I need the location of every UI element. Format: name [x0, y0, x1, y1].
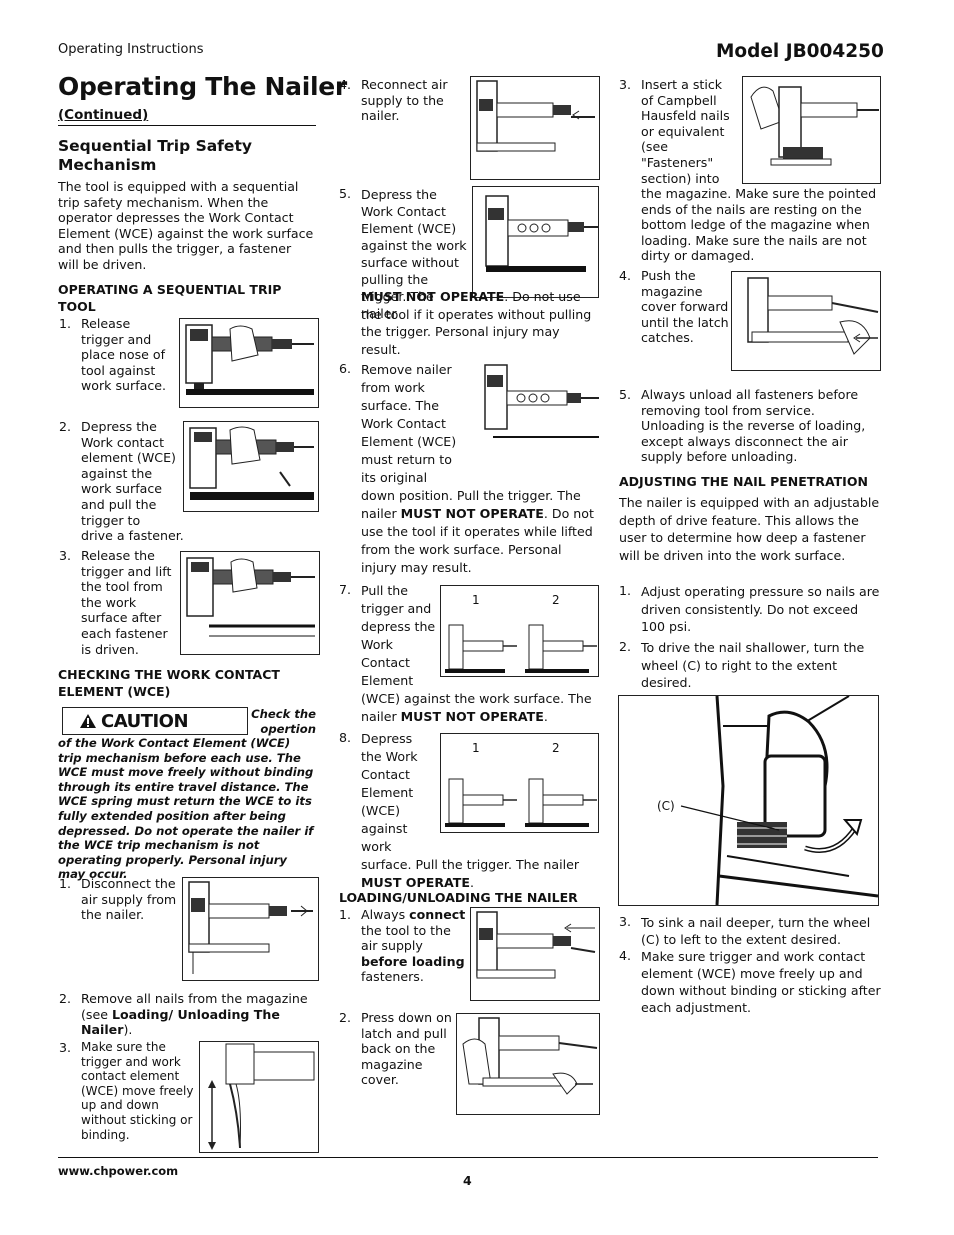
figure-wce-step-7: 1 2 [440, 585, 599, 677]
adj-step-1-text: Adjust operating pressure so nails are d… [641, 584, 880, 634]
title-rule [58, 125, 316, 126]
adjusting-intro: The nailer is equipped with an adjustabl… [619, 495, 880, 563]
section-title-sequential: Sequential Trip Safety Mechanism [58, 137, 252, 174]
operating-heading: OPERATING A SEQUENTIAL TRIP TOOL [58, 282, 282, 314]
depress-then-trigger-illustration [445, 778, 597, 827]
wce-step-7-num: 7. [339, 582, 352, 597]
check-step-2-num: 2. [59, 991, 72, 1006]
adj-step-3-num: 3. [619, 914, 632, 929]
load-step-1-num: 1. [339, 907, 352, 922]
op-step-2-num: 2. [59, 419, 72, 434]
fig8-label-1: 1 [472, 741, 480, 755]
figure-load-step-2 [456, 1013, 600, 1115]
figure-check-step-3 [199, 1041, 319, 1153]
page-title: Operating The Nailer [58, 72, 347, 101]
caution-label: CAUTION [101, 711, 189, 732]
adj-step-2-num: 2. [619, 639, 632, 654]
caution-body: of the Work Contact Element (WCE) trip m… [58, 736, 314, 882]
figure-wce-step-8: 1 2 [440, 733, 599, 833]
op-step-1-num: 1. [59, 316, 72, 331]
model-number: Model JB004250 [716, 41, 884, 62]
wce-step-5-tail: MUST NOT OPERATE. Do not use the tool if… [361, 289, 592, 357]
nailer-connected-illustration [476, 911, 596, 979]
load-step-2-text: Press down on latch and pull back on the… [361, 1010, 452, 1088]
push-magazine-illustration [747, 277, 879, 355]
load-step-1-text: Always connect the tool to the air suppl… [361, 907, 466, 985]
figure-load-step-1 [470, 907, 600, 1001]
load-step-3-text: Insert a stick of Campbell Hausfeld nail… [641, 77, 730, 186]
wce-step-4-text: Reconnect air supply to the nailer. [361, 77, 448, 124]
check-step-2-text: Remove all nails from the magazine (see … [81, 991, 308, 1038]
figure-check-step-1 [182, 877, 319, 981]
fig7-label-2: 2 [552, 593, 560, 607]
check-wce-heading: CHECKING THE WORK CONTACT ELEMENT (WCE) [58, 667, 280, 699]
footer-url: www.chpower.com [58, 1164, 179, 1178]
nailer-disconnected-illustration [188, 881, 313, 974]
adj-step-3-text: To sink a nail deeper, turn the wheel (C… [641, 915, 871, 947]
check-step-3-num: 3. [59, 1040, 72, 1055]
op-step-3-text: Release the trigger and lift the tool fr… [81, 548, 172, 657]
magazine-open-illustration [462, 1017, 598, 1095]
adj-step-2-text: To drive the nail shallower, turn the wh… [641, 640, 865, 690]
load-step-4-text: Push the magazine cover forward until th… [641, 268, 729, 346]
check-step-1-num: 1. [59, 876, 72, 891]
wce-step-8-num: 8. [339, 730, 352, 745]
caution-side-text: Check the opertion [251, 707, 316, 736]
load-step-5-text: Always unload all fasteners before remov… [641, 387, 866, 465]
loading-heading: LOADING/UNLOADING THE NAILER [339, 890, 578, 905]
nailer-lifted-illustration [186, 557, 315, 637]
trigger-then-depress-illustration [445, 624, 597, 673]
adj-step-1-num: 1. [619, 583, 632, 598]
load-step-3-num: 3. [619, 77, 632, 92]
wce-step-8-text: 1 2 Depress the Work Contact Element (WC… [361, 730, 599, 892]
depth-adjust-wheel-illustration [680, 696, 878, 905]
warning-triangle-icon [80, 714, 96, 728]
op-step-2-text: Depress the Work contact element (WCE) a… [81, 419, 176, 528]
sequential-intro: The tool is equipped with a sequential t… [58, 179, 314, 272]
load-step-3-tail: the magazine. Make sure the pointed ends… [641, 186, 877, 264]
fig7-label-1: 1 [472, 593, 480, 607]
insert-nails-illustration [750, 86, 879, 166]
nailer-reconnect-illustration [476, 80, 595, 152]
caution-box: CAUTION [62, 707, 248, 735]
wce-step-6-text: Remove nailer from work surface. The Wor… [361, 361, 599, 577]
op-step-1-text: Release trigger and place nose of tool a… [81, 316, 167, 394]
figure-wce-step-6 [465, 361, 599, 483]
load-step-4-num: 4. [619, 268, 632, 283]
adjusting-heading: ADJUSTING THE NAIL PENETRATION [619, 474, 868, 489]
nailer-on-surface-illustration [185, 324, 314, 395]
continued-label: (Continued) [58, 107, 149, 123]
op-step-3-num: 3. [59, 548, 72, 563]
wce-step-4-num: 4. [339, 77, 352, 92]
adj-step-4-num: 4. [619, 948, 632, 963]
adj-step-4-text: Make sure trigger and work contact eleme… [641, 949, 881, 1015]
check-step-3-text: Make sure the trigger and work contact e… [81, 1040, 194, 1142]
wce-movement-illustration [208, 1043, 315, 1150]
wce-step-5-num: 5. [339, 186, 352, 201]
wce-step-7-text: 1 2 Pull the trigger and depress the Wor… [361, 582, 599, 726]
page-number: 4 [463, 1173, 472, 1188]
figure-op-step-2 [183, 421, 319, 512]
nailer-depressed-illustration [189, 426, 314, 500]
figure-wce-step-4 [470, 76, 600, 180]
figure-op-step-1 [179, 318, 319, 408]
figure-depth-wheel: (C) [618, 695, 879, 906]
load-step-2-num: 2. [339, 1010, 352, 1025]
check-step-1-text: Disconnect the air supply from the naile… [81, 876, 177, 923]
footer-rule [58, 1157, 878, 1158]
figure-wce-step-5-art [472, 186, 599, 298]
figure-load-step-3 [742, 76, 881, 184]
fig8-label-2: 2 [552, 741, 560, 755]
header-label: Operating Instructions [58, 42, 204, 57]
callout-c: (C) [657, 799, 675, 813]
wce-step-5-text: Depress the Work Contact Element (WCE) a… [361, 186, 599, 322]
wce-step-6-num: 6. [339, 361, 352, 376]
op-step-2-tail: drive a fastener. [81, 528, 184, 543]
nailer-lifted-trigger-illustration [484, 364, 599, 438]
figure-op-step-3 [180, 551, 320, 655]
figure-load-step-4 [731, 271, 881, 371]
load-step-5-num: 5. [619, 387, 632, 402]
